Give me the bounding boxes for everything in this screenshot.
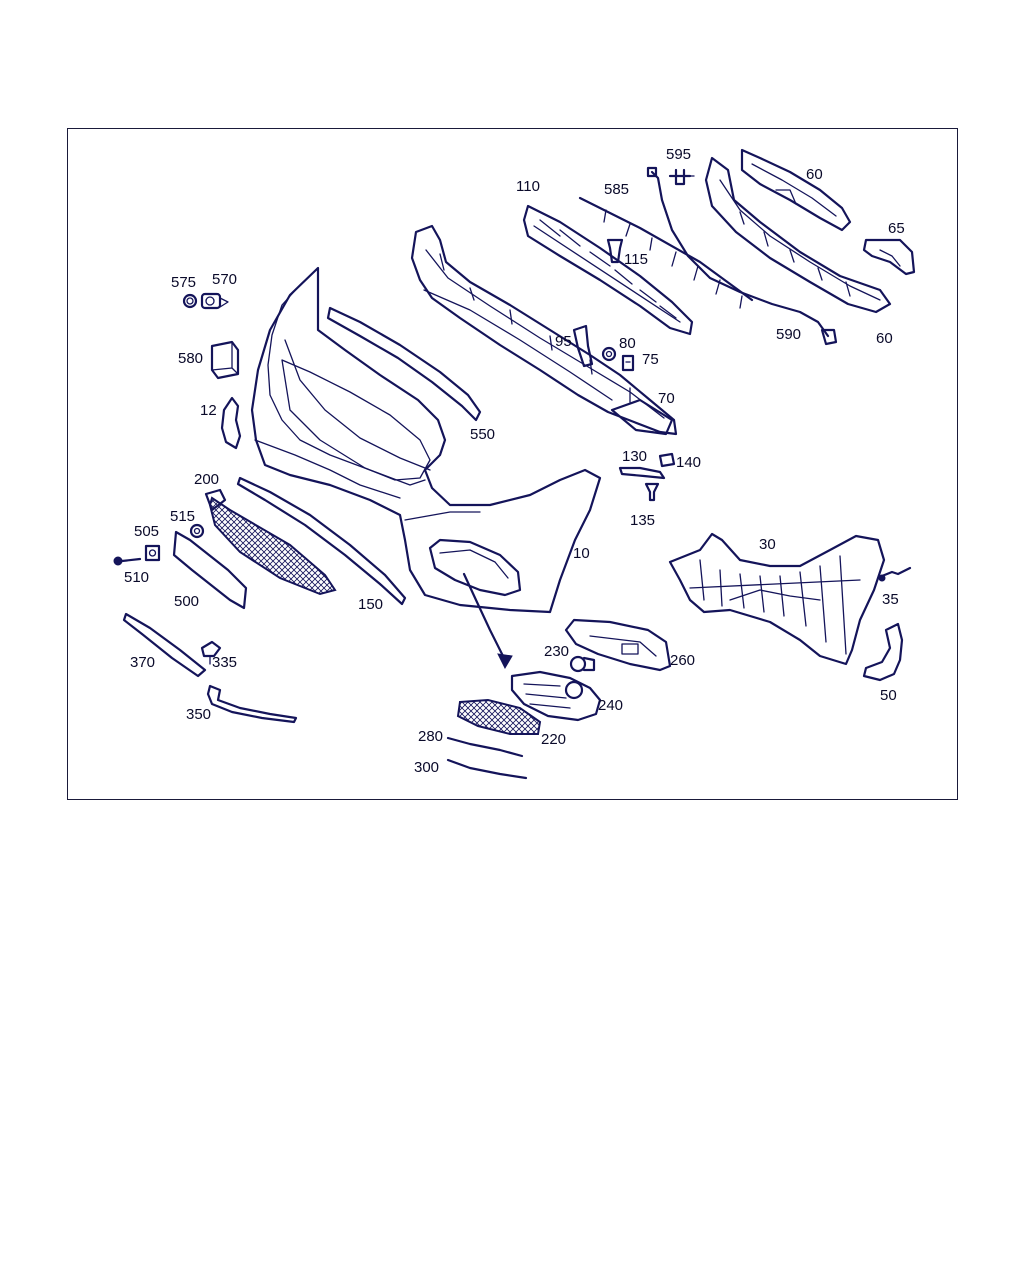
callout-30: 30: [759, 536, 776, 553]
support-part-30[interactable]: [668, 532, 886, 666]
callout-585: 585: [604, 181, 629, 198]
callout-10: 10: [573, 545, 590, 562]
callout-60-upper: 60: [806, 166, 823, 183]
clip-part-335[interactable]: [200, 640, 222, 665]
callout-70: 70: [658, 390, 675, 407]
callout-220: 220: [541, 731, 566, 748]
trim-strip-part-150[interactable]: [236, 476, 407, 606]
callout-515: 515: [170, 508, 195, 525]
bolt-part-115[interactable]: [606, 238, 624, 264]
cover-part-12[interactable]: [220, 396, 242, 450]
callout-575: 575: [171, 274, 196, 291]
callout-65: 65: [888, 220, 905, 237]
plate-part-500[interactable]: [172, 530, 248, 610]
callout-370: 370: [130, 654, 155, 671]
callout-595: 595: [666, 146, 691, 163]
screw-part-135[interactable]: [644, 482, 660, 502]
rail-part-110[interactable]: [522, 204, 694, 336]
callout-500: 500: [174, 593, 199, 610]
trim-part-370[interactable]: [122, 612, 207, 678]
callout-80: 80: [619, 335, 636, 352]
callout-130: 130: [622, 448, 647, 465]
callout-150: 150: [358, 596, 383, 613]
sensor-part-230[interactable]: [569, 655, 596, 673]
clip-part-595[interactable]: [668, 168, 695, 186]
callout-labels: 10 12 30 35 50 60 60 65 70 75 80 95 110 …: [124, 146, 905, 776]
carrier-part-70[interactable]: [410, 224, 678, 436]
bracket-part-65[interactable]: [862, 238, 916, 276]
module-part-580[interactable]: [210, 340, 240, 380]
callout-140: 140: [676, 454, 701, 471]
cable-part-590[interactable]: [646, 166, 838, 346]
callout-590: 590: [776, 326, 801, 343]
callout-95: 95: [555, 333, 572, 350]
nut-part-505[interactable]: [144, 544, 161, 562]
clip-part-75[interactable]: [621, 354, 635, 372]
clip-part-35[interactable]: [878, 566, 912, 582]
callout-570: 570: [212, 271, 237, 288]
frame-part-260[interactable]: [564, 618, 672, 672]
absorber-part-60-upper[interactable]: [740, 148, 852, 232]
assembly-arrow: [462, 572, 513, 670]
callout-35: 35: [882, 591, 899, 608]
bracket-part-95[interactable]: [572, 324, 594, 368]
strip-part-280[interactable]: [446, 736, 524, 758]
callout-135: 135: [630, 512, 655, 529]
callout-75: 75: [642, 351, 659, 368]
callout-580: 580: [178, 350, 203, 367]
sensor-part-570[interactable]: [200, 292, 229, 310]
mesh-part-220[interactable]: [456, 698, 542, 735]
callout-510: 510: [124, 569, 149, 586]
grille-part-200[interactable]: [204, 488, 337, 596]
callout-280: 280: [418, 728, 443, 745]
trim-strip-part-550[interactable]: [326, 306, 482, 422]
callout-550: 550: [470, 426, 495, 443]
callout-335: 335: [212, 654, 237, 671]
clip-part-515[interactable]: [189, 523, 205, 539]
callout-240: 240: [598, 697, 623, 714]
surround-part-240[interactable]: [510, 670, 602, 722]
bumper-cover-part-10[interactable]: [250, 266, 602, 614]
callout-350: 350: [186, 706, 211, 723]
callout-300: 300: [414, 759, 439, 776]
diagram-frame: [67, 128, 958, 800]
trim-part-350[interactable]: [206, 684, 298, 724]
strip-part-300[interactable]: [446, 758, 528, 780]
sensor-part-575[interactable]: [182, 293, 198, 309]
absorber-part-60-lower[interactable]: [704, 156, 892, 314]
callout-505: 505: [134, 523, 159, 540]
callout-115: 115: [624, 251, 648, 268]
nut-part-80[interactable]: [601, 346, 617, 362]
callout-12: 12: [200, 402, 217, 419]
callout-230: 230: [544, 643, 569, 660]
callout-110: 110: [516, 178, 540, 195]
screw-part-510[interactable]: [113, 556, 142, 566]
callout-260: 260: [670, 652, 695, 669]
clip-part-140[interactable]: [658, 452, 676, 468]
callout-60-lower: 60: [876, 330, 893, 347]
bracket-part-50[interactable]: [862, 622, 904, 682]
bracket-part-130[interactable]: [618, 466, 666, 480]
cable-part-585[interactable]: [578, 196, 754, 309]
callout-50: 50: [880, 687, 897, 704]
callout-200: 200: [194, 471, 219, 488]
